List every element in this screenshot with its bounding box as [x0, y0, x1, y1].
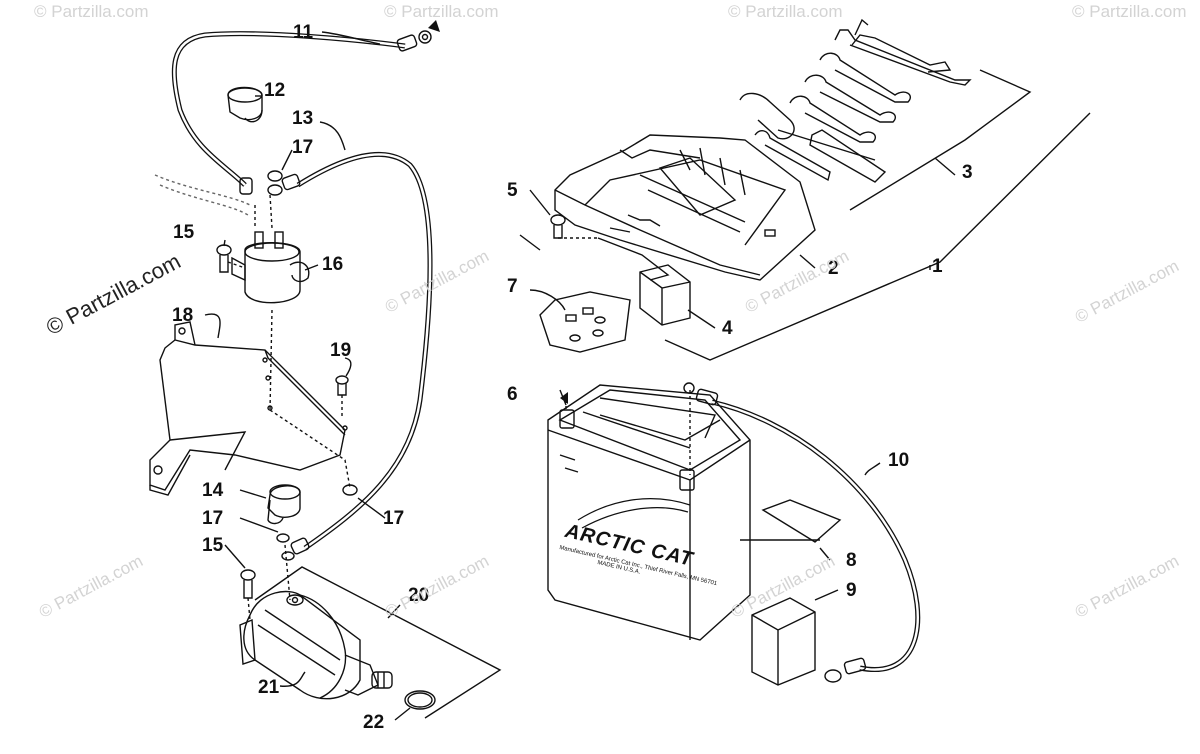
- callout-15-upper: 15: [173, 222, 195, 243]
- callout-19: 19: [330, 340, 352, 361]
- tool-tray-2: [554, 134, 816, 281]
- callout-13: 13: [292, 108, 314, 129]
- callout-8: 8: [846, 550, 857, 571]
- callout-6: 6: [507, 384, 518, 405]
- callout-11: 11: [293, 22, 314, 43]
- foam-4: [639, 264, 691, 326]
- nut-17-upper: [267, 170, 283, 196]
- cable-11: [171, 31, 406, 187]
- callout-17-upper: 17: [292, 137, 314, 158]
- arrow-marker-11: [428, 20, 440, 32]
- bracket-18: [149, 321, 346, 496]
- callout-10: 10: [888, 450, 910, 471]
- callout-7: 7: [507, 276, 518, 297]
- callout-3: 3: [962, 162, 973, 183]
- callout-4: 4: [722, 318, 733, 339]
- callout-9: 9: [846, 580, 857, 601]
- starter-motor-20: [239, 590, 393, 700]
- bolt-15-upper: [216, 244, 246, 273]
- ring-terminals: [239, 173, 301, 195]
- tool-kit-3: [739, 18, 972, 183]
- watermark: © Partzilla.com: [34, 2, 149, 21]
- hardware-kit-7: [539, 291, 631, 353]
- watermark: © Partzilla.com: [728, 2, 843, 21]
- callout-2: 2: [828, 258, 839, 279]
- battery-6: [547, 384, 751, 641]
- callout-14: 14: [202, 480, 224, 501]
- nut-17-lower: [342, 484, 358, 496]
- callout-5: 5: [507, 180, 518, 201]
- cap-12: [227, 86, 263, 123]
- screw-5: [550, 214, 598, 239]
- arrow-marker-6: [560, 392, 568, 404]
- o-ring-22: [404, 690, 436, 710]
- callout-17-right: 17: [383, 508, 405, 529]
- bolt-19: [335, 375, 349, 418]
- watermark: © Partzilla.com: [384, 2, 499, 21]
- foam-9: [751, 597, 816, 686]
- label-8: [761, 499, 842, 543]
- cap-14: [267, 484, 301, 525]
- callout-21: 21: [258, 677, 280, 698]
- callout-20: 20: [408, 585, 430, 606]
- ring-terminal-13: [281, 537, 310, 561]
- watermark: © Partzilla.com: [1072, 2, 1187, 21]
- cable-13: [296, 152, 433, 551]
- solenoid-16: [231, 231, 310, 304]
- callout-18: 18: [172, 305, 194, 326]
- bolt-15-lower: [240, 569, 256, 621]
- callout-22: 22: [363, 712, 385, 733]
- callout-15-lower: 15: [202, 535, 224, 556]
- terminal-10-bottom: [824, 657, 867, 683]
- terminal-11: [396, 30, 432, 52]
- callout-12: 12: [264, 80, 286, 101]
- callout-17-left: 17: [202, 508, 224, 529]
- nut-17-starter: [276, 533, 290, 543]
- callout-16: 16: [322, 254, 344, 275]
- callout-1: 1: [932, 256, 943, 277]
